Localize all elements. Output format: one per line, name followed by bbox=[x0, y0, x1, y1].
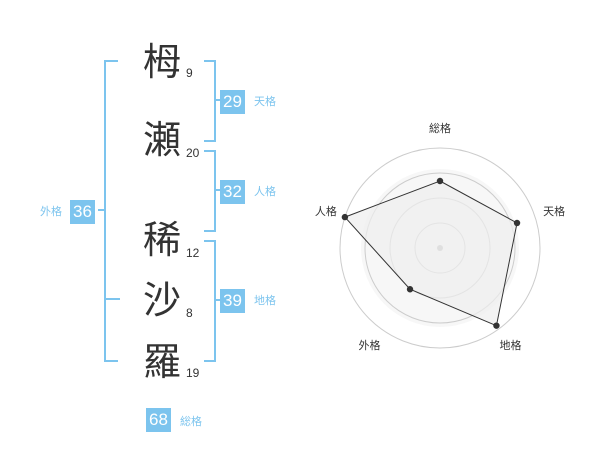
name-char-3: 稀 bbox=[142, 218, 181, 262]
radar-axis-label-2: 天格 bbox=[543, 204, 565, 218]
gaikaku-badge: 36 bbox=[70, 200, 95, 224]
tenkaku-badge: 29 bbox=[220, 90, 245, 114]
stroke-count-1: 9 bbox=[186, 66, 193, 80]
chikaku-tick bbox=[214, 299, 220, 301]
name-char-1: 栂 bbox=[142, 40, 181, 84]
radar-axis-label-5: 人格 bbox=[315, 204, 337, 218]
radar-point-2 bbox=[513, 219, 521, 227]
gaikaku-label: 外格 bbox=[40, 205, 62, 218]
chikaku-badge: 39 bbox=[220, 289, 245, 313]
name-char-5: 羅 bbox=[142, 340, 181, 384]
name-char-2: 瀬 bbox=[142, 118, 181, 162]
jinkaku-label: 人格 bbox=[254, 185, 276, 198]
radar-polygon bbox=[344, 180, 518, 327]
radar-point-1 bbox=[436, 177, 444, 185]
chikaku-bracket bbox=[204, 240, 216, 362]
radar-axis-label-3: 地格 bbox=[500, 338, 522, 352]
gaikaku-bracket bbox=[104, 60, 118, 362]
gaikaku-tick bbox=[98, 209, 104, 211]
soukaku-badge: 68 bbox=[146, 408, 171, 432]
radar-ring-4 bbox=[339, 147, 541, 349]
tenkaku-tick bbox=[214, 99, 220, 101]
jinkaku-bracket bbox=[204, 150, 216, 232]
soukaku-label: 総格 bbox=[180, 415, 202, 428]
name-analysis-panel: 栂 9 瀬 20 稀 12 沙 8 羅 19 29 天格 32 人格 39 地格… bbox=[40, 40, 276, 432]
stroke-count-3: 12 bbox=[186, 246, 200, 260]
radar-point-3 bbox=[493, 322, 500, 329]
radar-ring-3 bbox=[364, 172, 516, 324]
tenkaku-bracket bbox=[204, 60, 216, 142]
radar-axis-label-1: 総格 bbox=[429, 121, 451, 135]
stroke-count-5: 19 bbox=[186, 366, 200, 380]
stroke-count-4: 8 bbox=[186, 306, 193, 320]
tenkaku-label: 天格 bbox=[254, 95, 276, 108]
gaikaku-split-tick bbox=[106, 298, 120, 300]
chikaku-label: 地格 bbox=[254, 294, 276, 307]
name-char-4: 沙 bbox=[142, 278, 181, 322]
stroke-count-2: 20 bbox=[186, 146, 200, 160]
radar-point-4 bbox=[406, 286, 414, 293]
radar-point-5 bbox=[341, 213, 349, 221]
jinkaku-badge: 32 bbox=[220, 180, 245, 204]
radar-axis-label-4: 外格 bbox=[358, 338, 380, 352]
jinkaku-tick bbox=[214, 189, 220, 191]
